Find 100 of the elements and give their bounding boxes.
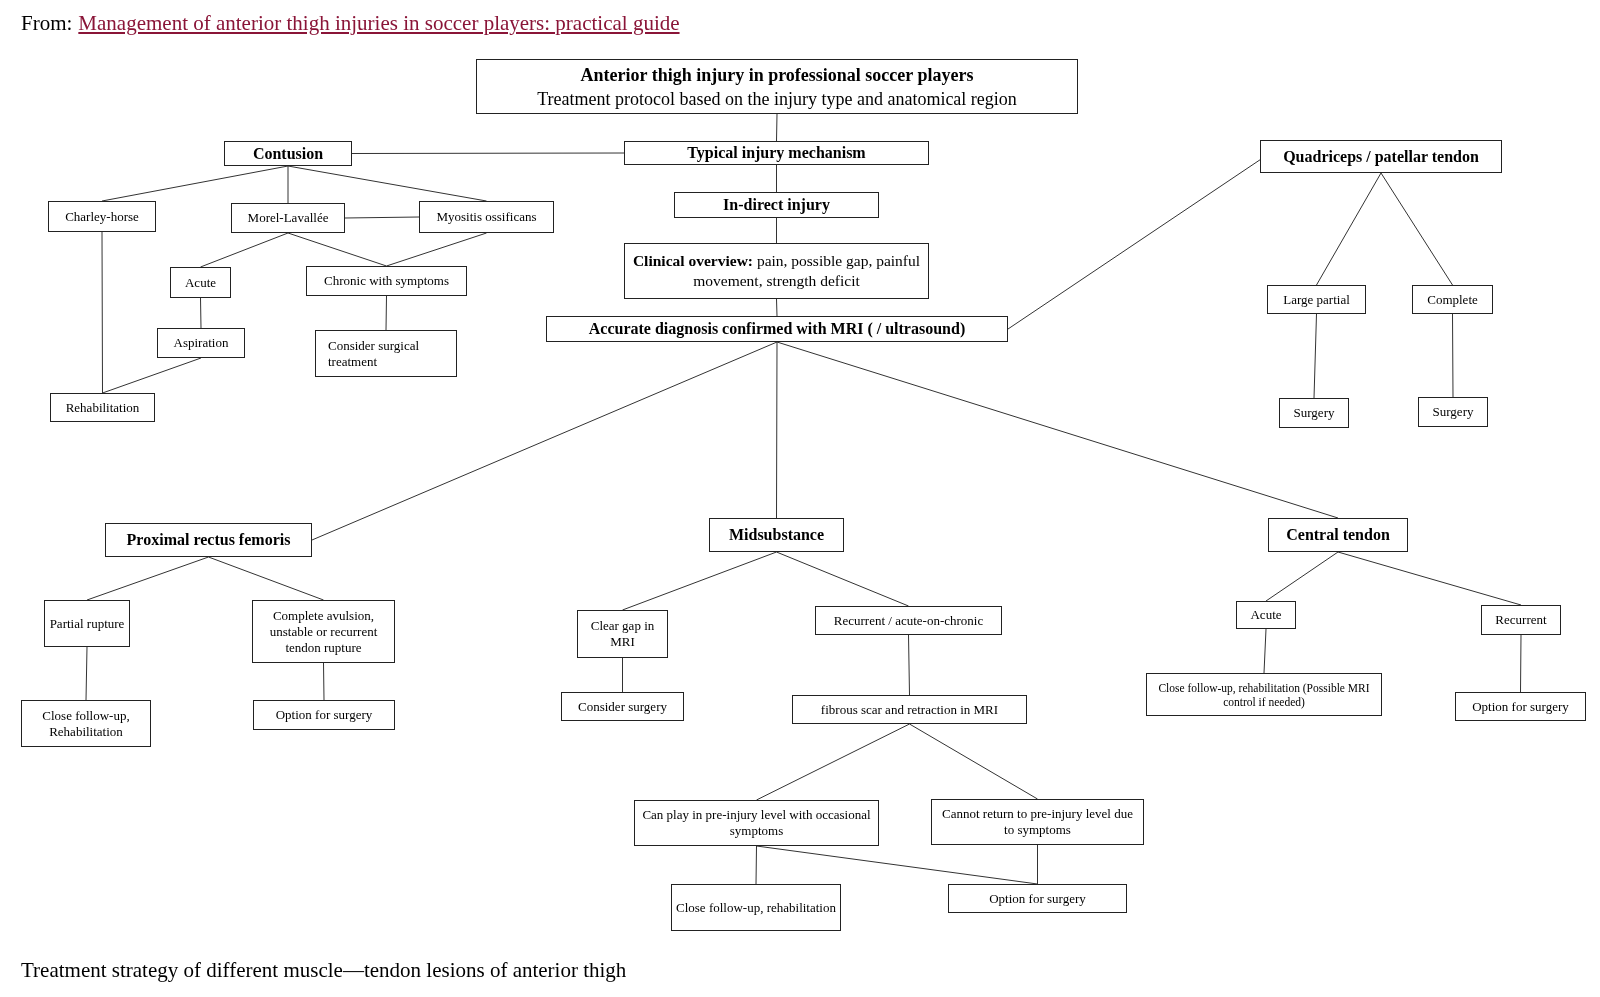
box-text: Option for surgery [274, 707, 374, 723]
box-text: fibrous scar and retraction in MRI [819, 701, 1000, 718]
connector-line [351, 152, 625, 154]
connector-line [776, 217, 777, 244]
process-box [1279, 398, 1349, 428]
connector-line [776, 298, 778, 317]
connector-line [1452, 313, 1454, 398]
connector-line [85, 646, 88, 701]
connector-line [208, 556, 324, 601]
process-box [48, 201, 156, 232]
process-box [792, 695, 1027, 724]
process-box [671, 884, 841, 931]
connector-line [622, 551, 777, 611]
box-text: Can play in pre-injury level with occasional symptoms [641, 807, 872, 839]
process-box [561, 692, 684, 721]
process-box [1412, 285, 1493, 314]
process-box [44, 600, 130, 647]
box-text: Acute [1249, 607, 1283, 623]
connector-line [755, 845, 757, 885]
process-box [948, 884, 1127, 913]
connector-line [776, 341, 1339, 519]
process-box [170, 267, 231, 298]
caption: Treatment strategy of different muscle—tendon lesions of anterior thigh [21, 957, 627, 984]
box-text: Large partial [1282, 291, 1351, 308]
connector-line [344, 216, 420, 219]
connector-line [311, 341, 778, 541]
process-box [21, 700, 151, 747]
process-box [1146, 673, 1382, 716]
box-text: Quadriceps / patellar tendon [1282, 146, 1480, 168]
connector-line [200, 297, 202, 329]
box-text: Proximal rectus femoris [125, 530, 292, 550]
box-text: Complete avulsion, unstable or recurrent tendon rupture [268, 607, 379, 656]
process-box [1418, 397, 1488, 427]
box-text: Partial rupture [49, 615, 125, 632]
box-text: Rehabilitation [64, 399, 141, 416]
box-text: Treatment protocol based on the injury type and anatomical region [536, 87, 1018, 111]
connector-line [386, 232, 487, 267]
connector-line [86, 556, 209, 601]
box-text: Close follow-up, rehabilitation (Possible MRI control if needed) [1157, 680, 1371, 709]
process-box [252, 600, 395, 663]
process-box [224, 141, 352, 166]
process-box [419, 201, 554, 233]
connector-line [200, 232, 289, 268]
process-box [157, 328, 245, 358]
box-text: Typical injury mechanism [686, 143, 867, 164]
box-text: Acute [183, 274, 217, 291]
box-text: Option for surgery [988, 890, 1087, 907]
process-box [476, 59, 1078, 114]
process-box [815, 606, 1002, 635]
box-text: Recurrent / acute-on-chronic [832, 612, 985, 629]
box-text: Morel-Lavallée [246, 210, 330, 226]
connector-line [287, 232, 387, 267]
process-box [1268, 518, 1408, 552]
connector-line [908, 634, 910, 696]
connector-line [1316, 172, 1382, 286]
connector-line [287, 165, 289, 204]
connector-line [1313, 313, 1317, 399]
box-text: Consider surgical treatment [328, 337, 421, 370]
connector-line [102, 357, 202, 394]
box-text: Consider surgery [577, 698, 668, 715]
box-text: Clinical overview: pain, possible gap, painful movement, strength deficit [631, 251, 922, 291]
box-text: Close follow-up, rehabilitation [676, 899, 836, 916]
box-text: Complete [1426, 291, 1479, 308]
process-box [624, 243, 929, 299]
box-text: Central tendon [1285, 525, 1391, 545]
connector-line [323, 662, 325, 701]
title-text: Anterior thigh injury in professional soccer players [579, 63, 975, 87]
process-box [577, 610, 668, 658]
connector-line [1265, 551, 1339, 602]
connector-line [776, 113, 778, 142]
process-box [1267, 285, 1366, 314]
process-box [546, 316, 1008, 342]
connector-line [1380, 172, 1453, 286]
connector-line [385, 295, 387, 331]
process-box [1455, 692, 1586, 721]
process-box [931, 799, 1144, 845]
process-box [1260, 140, 1502, 173]
process-box [709, 518, 844, 552]
connector-line [622, 657, 623, 693]
process-box [253, 700, 395, 730]
box-text: In-direct injury [722, 195, 831, 216]
connector-line [776, 341, 778, 519]
connector-line [776, 164, 777, 193]
connector-line [776, 551, 909, 607]
process-box [1236, 601, 1296, 629]
connector-line [1263, 628, 1267, 674]
box-text: Charley-horse [64, 208, 140, 225]
connector-line [756, 723, 910, 801]
connector-line [101, 231, 103, 394]
process-box [231, 203, 345, 233]
box-text: Chronic with symptoms [323, 273, 450, 289]
box-text: Option for surgery [1471, 698, 1570, 715]
box-text: Accurate diagnosis confirmed with MRI ( / ultrasound) [587, 319, 967, 340]
process-box [50, 393, 155, 422]
process-box [674, 192, 879, 218]
box-text: Clear gap in MRI [589, 618, 656, 650]
connector-line [1520, 634, 1522, 693]
box-text: Surgery [1431, 404, 1475, 420]
connector-line [1337, 551, 1522, 606]
box-text: Cannot return to pre-injury level due to symptoms [941, 806, 1134, 838]
